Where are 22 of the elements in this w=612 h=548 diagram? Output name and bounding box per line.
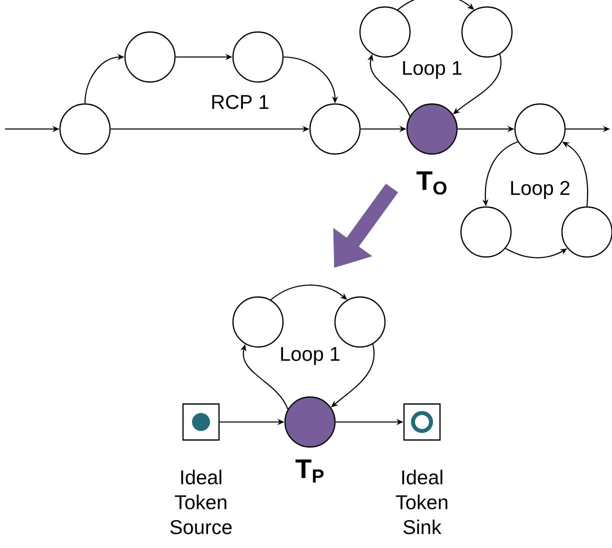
token-circle [284, 396, 336, 448]
place-circle [334, 296, 386, 348]
place-circle [232, 296, 284, 348]
loop-label: RCP 1 [212, 94, 268, 110]
place-circle [514, 103, 566, 155]
place-circle [461, 6, 513, 58]
token-box [403, 403, 441, 441]
place-circle [359, 6, 411, 58]
node-label: T$_{O}$ [416, 171, 446, 195]
node-label: Ideal Token Source [170, 470, 232, 534]
place-circle [309, 103, 361, 155]
token-box [182, 403, 220, 441]
loop-label: Loop 1 [281, 347, 340, 365]
place-circle [59, 103, 111, 155]
place-circle [232, 31, 284, 83]
place-circle [460, 206, 512, 258]
loop-label: Loop 1 [403, 61, 462, 79]
node-label: T$_{P}$ [296, 460, 324, 482]
place-circle [124, 31, 176, 83]
node-label: Ideal Token Sink [396, 470, 448, 534]
token-circle [406, 103, 458, 155]
loop-label: Loop 2 [511, 180, 570, 200]
